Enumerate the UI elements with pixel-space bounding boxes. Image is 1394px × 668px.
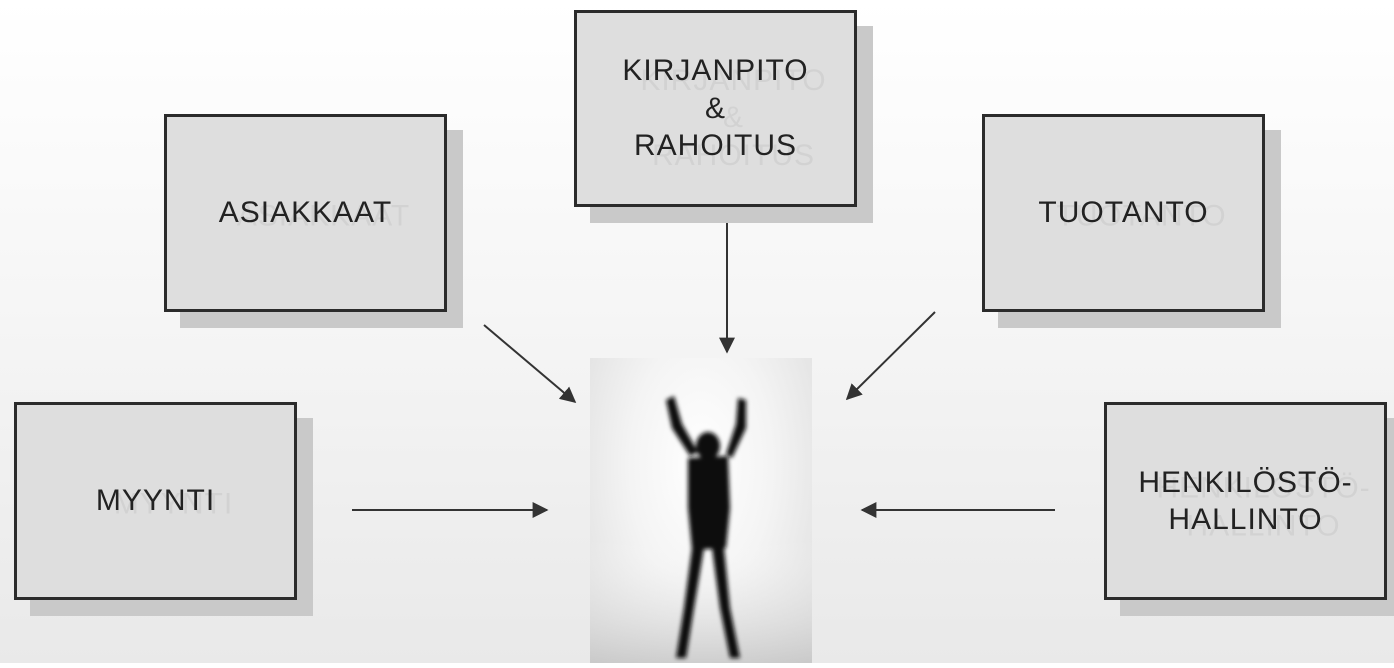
box-henkilosto-label: HENKILÖSTÖ- HALLINTO (1138, 465, 1353, 537)
box-myynti-label: MYYNTI (95, 484, 216, 518)
person-silhouette-icon (590, 396, 812, 663)
box-tuotanto-label: TUOTANTO (1038, 196, 1209, 230)
arrow-tuotanto (845, 311, 936, 401)
box-tuotanto: TUOTANTO TUOTANTO (982, 114, 1265, 312)
box-asiakkaat: ASIAKKAAT ASIAKKAAT (164, 114, 447, 312)
box-myynti: MYYNTI MYYNTI (14, 402, 297, 600)
box-henkilostohallinto: HENKILÖSTÖ- HALLINTO HENKILÖSTÖ- HALLINT… (1104, 402, 1387, 600)
person-silhouette-image (590, 358, 812, 663)
box-kirjanpito-rahoitus: KIRJANPITO & RAHOITUS KIRJANPITO & RAHOI… (574, 10, 857, 207)
arrow-asiakkaat (483, 324, 577, 404)
box-asiakkaat-label: ASIAKKAAT (218, 196, 393, 230)
box-kirjanpito-label: KIRJANPITO & RAHOITUS (622, 54, 809, 163)
